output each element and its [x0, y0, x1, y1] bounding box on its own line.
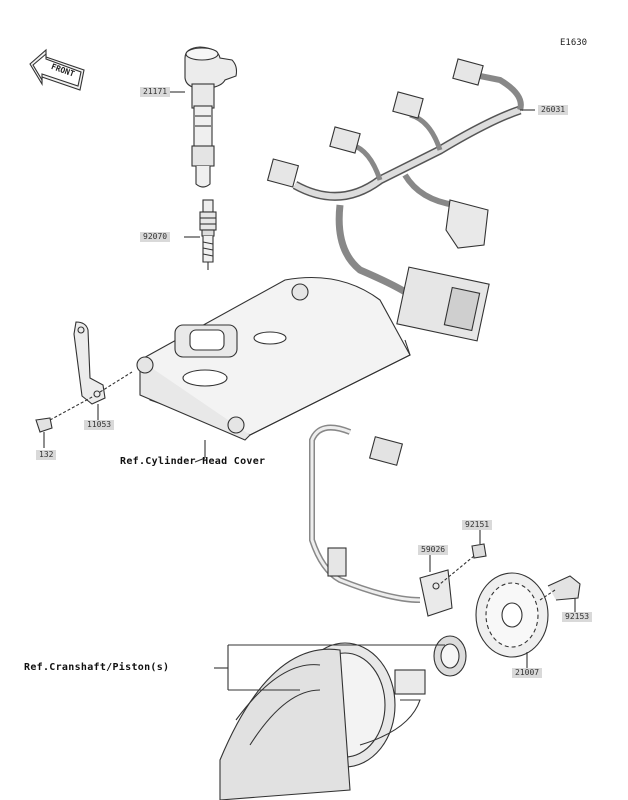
part-label-main-harness[interactable]: 26031	[538, 105, 569, 115]
ref-label-crankshaft-piston: Ref.Cranshaft/Piston(s)	[24, 662, 170, 673]
diagram-code: E1630	[560, 38, 588, 48]
ignition-coil-drawing	[170, 46, 238, 188]
part-label-timing-rotor[interactable]: 21007	[512, 668, 543, 678]
spark-plug-drawing	[184, 199, 217, 270]
front-arrow-icon	[29, 48, 85, 91]
part-label-sensor-bolt[interactable]: 92151	[462, 520, 493, 530]
part-label-bolt[interactable]: 132	[36, 450, 57, 460]
part-label-pickup-sensor[interactable]: 59026	[418, 545, 449, 555]
part-label-harness-clamp[interactable]: 11053	[84, 420, 115, 430]
crankshaft-drawing	[214, 635, 467, 800]
part-label-ignition-coil[interactable]: 21171	[140, 87, 171, 97]
part-label-rotor-bolt[interactable]: 92153	[562, 612, 593, 622]
pickup-sensor-drawing	[309, 424, 487, 617]
ref-label-cylinder-head-cover: Ref.Cylinder Head Cover	[120, 456, 266, 467]
part-label-spark-plug[interactable]: 92070	[140, 232, 171, 242]
clamp-drawing	[35, 321, 133, 448]
cylinder-head-cover-drawing	[136, 276, 411, 463]
main-harness-drawing	[266, 58, 535, 342]
timing-rotor-drawing	[475, 572, 581, 668]
